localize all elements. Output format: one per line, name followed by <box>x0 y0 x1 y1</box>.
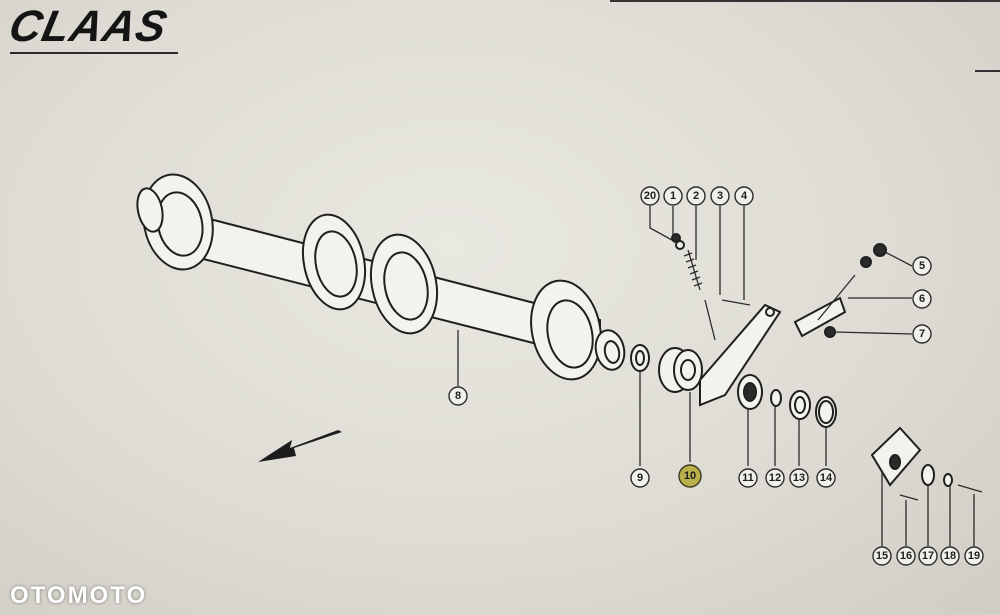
svg-text:2: 2 <box>693 190 699 202</box>
callout-5: 5 <box>912 256 932 276</box>
callout-10: 10 <box>678 464 702 488</box>
callout-18: 18 <box>940 546 960 566</box>
callout-8: 8 <box>448 386 468 406</box>
svg-text:19: 19 <box>968 550 980 562</box>
shaft-assembly <box>136 173 626 381</box>
washer-part-12 <box>770 389 782 407</box>
svg-text:1: 1 <box>670 190 676 202</box>
svg-text:16: 16 <box>900 550 912 562</box>
callout-12: 12 <box>765 468 785 488</box>
svg-text:18: 18 <box>944 550 956 562</box>
watermark-logo: OTOMOTO <box>10 582 148 609</box>
svg-text:17: 17 <box>922 550 934 562</box>
ring-part-13 <box>789 390 811 420</box>
callout-2: 2 <box>686 186 706 206</box>
top-border-rule <box>610 0 1000 2</box>
small-parts-16-19 <box>899 464 983 501</box>
callout-19: 19 <box>964 546 984 566</box>
ring-part-14 <box>815 396 837 428</box>
svg-text:6: 6 <box>919 293 925 305</box>
svg-text:20: 20 <box>644 190 656 202</box>
callout-3: 3 <box>710 186 730 206</box>
bushing-part-10 <box>658 347 703 393</box>
header-rule <box>10 52 178 54</box>
svg-text:15: 15 <box>876 550 888 562</box>
svg-text:4: 4 <box>741 190 748 202</box>
callout-13: 13 <box>789 468 809 488</box>
svg-text:3: 3 <box>717 190 723 202</box>
callout-7: 7 <box>912 324 932 344</box>
callout-1: 1 <box>663 186 683 206</box>
ring-part-9 <box>630 344 650 372</box>
callout-20: 20 <box>640 186 660 206</box>
callout-11: 11 <box>738 468 758 488</box>
spring-parts <box>671 233 751 341</box>
plate-part-15 <box>870 426 922 487</box>
callout-16: 16 <box>896 546 916 566</box>
svg-text:10: 10 <box>684 470 696 482</box>
callout-14: 14 <box>816 468 836 488</box>
svg-text:11: 11 <box>742 472 754 484</box>
bearing-part-11 <box>737 374 763 410</box>
svg-text:5: 5 <box>919 260 925 272</box>
svg-text:14: 14 <box>820 472 833 484</box>
callout-6: 6 <box>912 289 932 309</box>
callout-17: 17 <box>918 546 938 566</box>
side-border-rule <box>975 70 1000 72</box>
leader-lines <box>457 206 975 546</box>
callout-15: 15 <box>872 546 892 566</box>
svg-text:8: 8 <box>455 390 461 402</box>
direction-arrow-icon <box>258 430 342 462</box>
svg-text:9: 9 <box>637 472 643 484</box>
bolt-parts-5-6-7 <box>817 243 887 338</box>
callout-9: 9 <box>630 468 650 488</box>
svg-text:13: 13 <box>793 472 805 484</box>
callout-4: 4 <box>734 186 754 206</box>
svg-text:12: 12 <box>769 472 781 484</box>
svg-text:7: 7 <box>919 328 925 340</box>
